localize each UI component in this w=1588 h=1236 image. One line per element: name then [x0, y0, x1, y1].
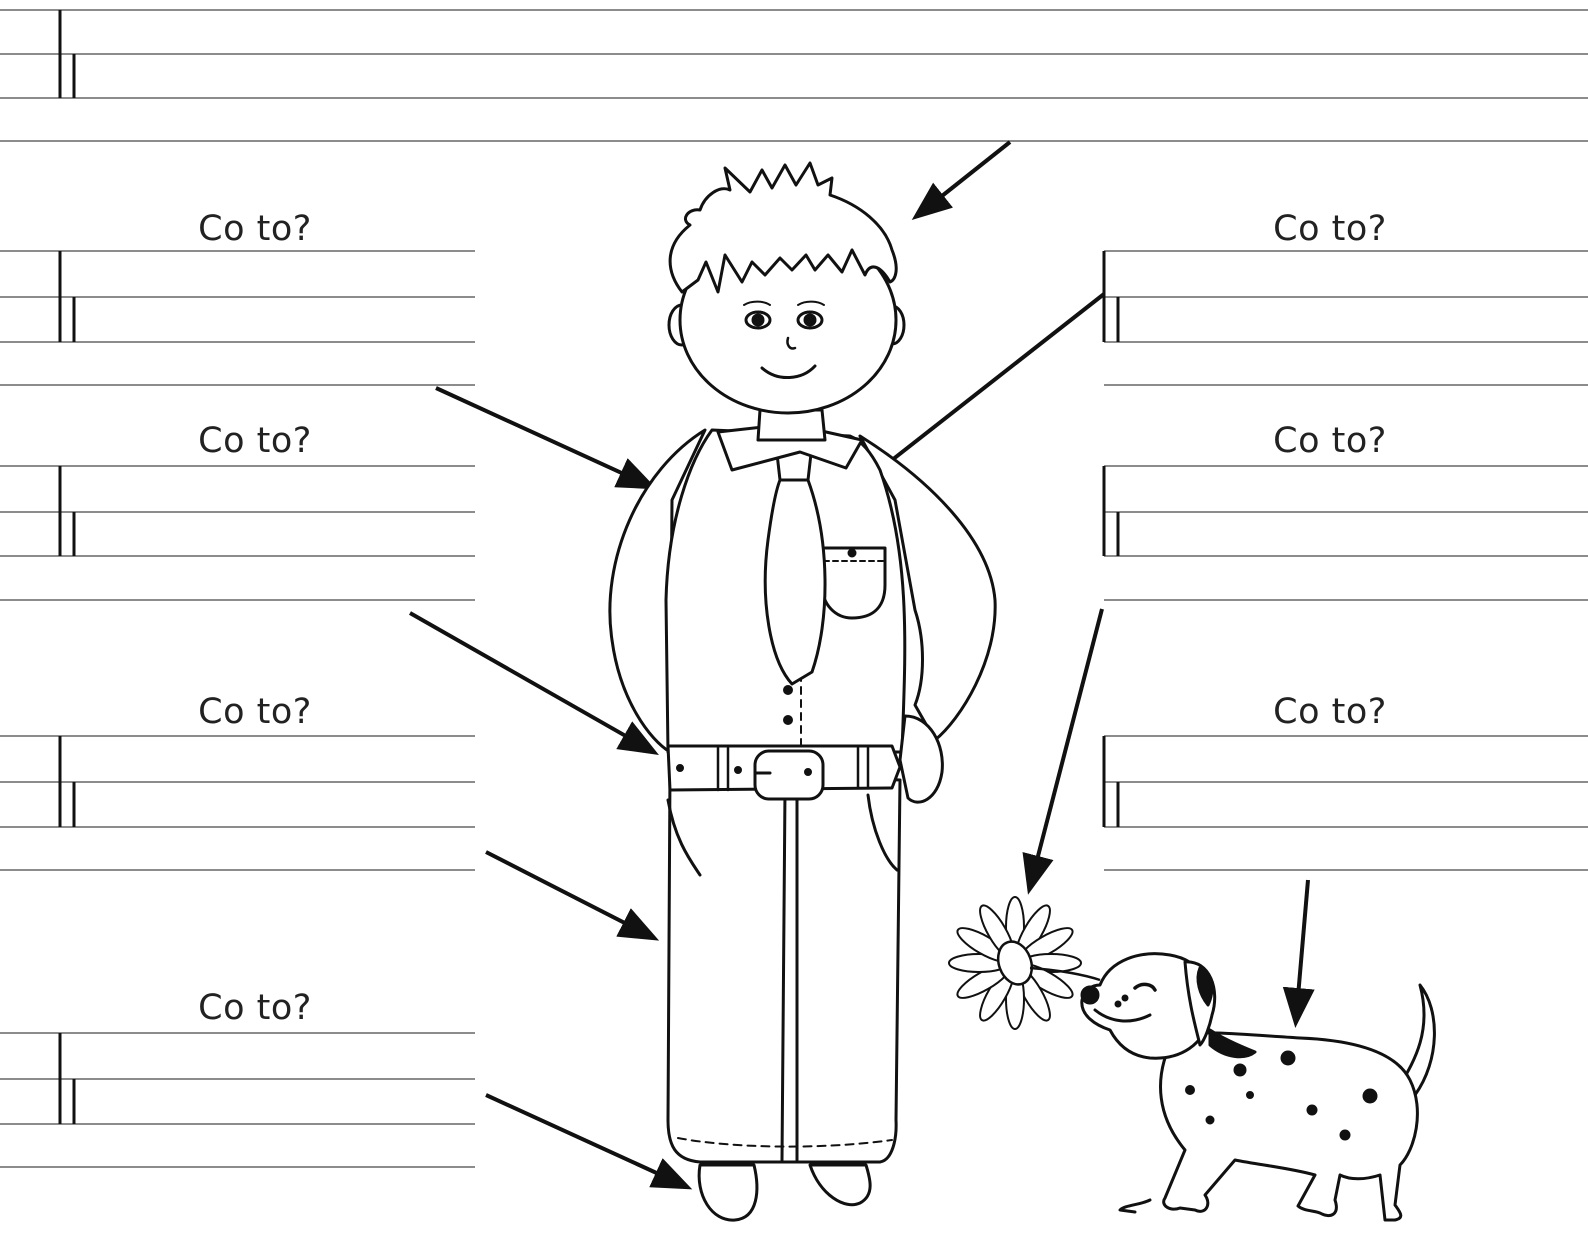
dog — [1082, 954, 1435, 1220]
writing-lines-right-2[interactable] — [1104, 466, 1588, 600]
boy-left-shoe — [699, 1165, 757, 1220]
arrow-dog — [1296, 880, 1308, 1020]
boy-right-shoe — [810, 1165, 870, 1205]
prompt-left-4: Co to? — [155, 988, 355, 1028]
writing-lines-top[interactable] — [0, 10, 1588, 141]
writing-lines-left-4[interactable] — [0, 1033, 475, 1167]
prompt-left-3: Co to? — [155, 692, 355, 732]
arrow-arm — [436, 388, 650, 486]
writing-lines-left-2[interactable] — [0, 466, 475, 600]
arrow-shoe — [486, 1095, 685, 1186]
arrow-trousers — [486, 852, 652, 937]
arrow-hair — [918, 142, 1010, 215]
dog-nose — [1082, 987, 1098, 1003]
prompt-right-1: Co to? — [1230, 209, 1430, 249]
flower — [949, 897, 1100, 1029]
writing-lines-right-3[interactable] — [1104, 736, 1588, 870]
arrow-flower — [1030, 609, 1102, 887]
writing-lines-right-1[interactable] — [1104, 251, 1588, 385]
prompt-left-2: Co to? — [155, 421, 355, 461]
prompt-left-1: Co to? — [155, 209, 355, 249]
shirt-pocket — [822, 548, 885, 618]
prompt-right-2: Co to? — [1230, 421, 1430, 461]
belt-buckle — [755, 751, 823, 799]
writing-lines-left-1[interactable] — [0, 251, 475, 385]
prompt-right-3: Co to? — [1230, 692, 1430, 732]
writing-lines-left-3[interactable] — [0, 736, 475, 870]
boy-figure — [610, 163, 995, 1220]
